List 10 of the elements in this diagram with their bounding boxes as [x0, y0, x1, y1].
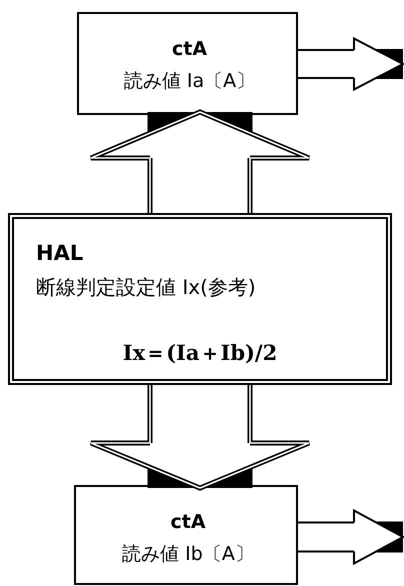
device-name: ctA: [169, 511, 207, 533]
formula-text: Ix＝(Ia＋Ib)/2: [122, 339, 278, 367]
device-name: HAL: [36, 241, 84, 265]
setting-label: 断線判定設定値 Ix(参考): [36, 274, 256, 301]
reading-box: [77, 12, 298, 115]
reading-box: [74, 485, 298, 585]
reading-label: 読み値 Ib〔A〕: [121, 542, 255, 567]
judgement-box: [8, 213, 392, 385]
reading-label: 読み値 Ia〔A〕: [122, 69, 256, 94]
device-name: ctA: [170, 38, 208, 60]
